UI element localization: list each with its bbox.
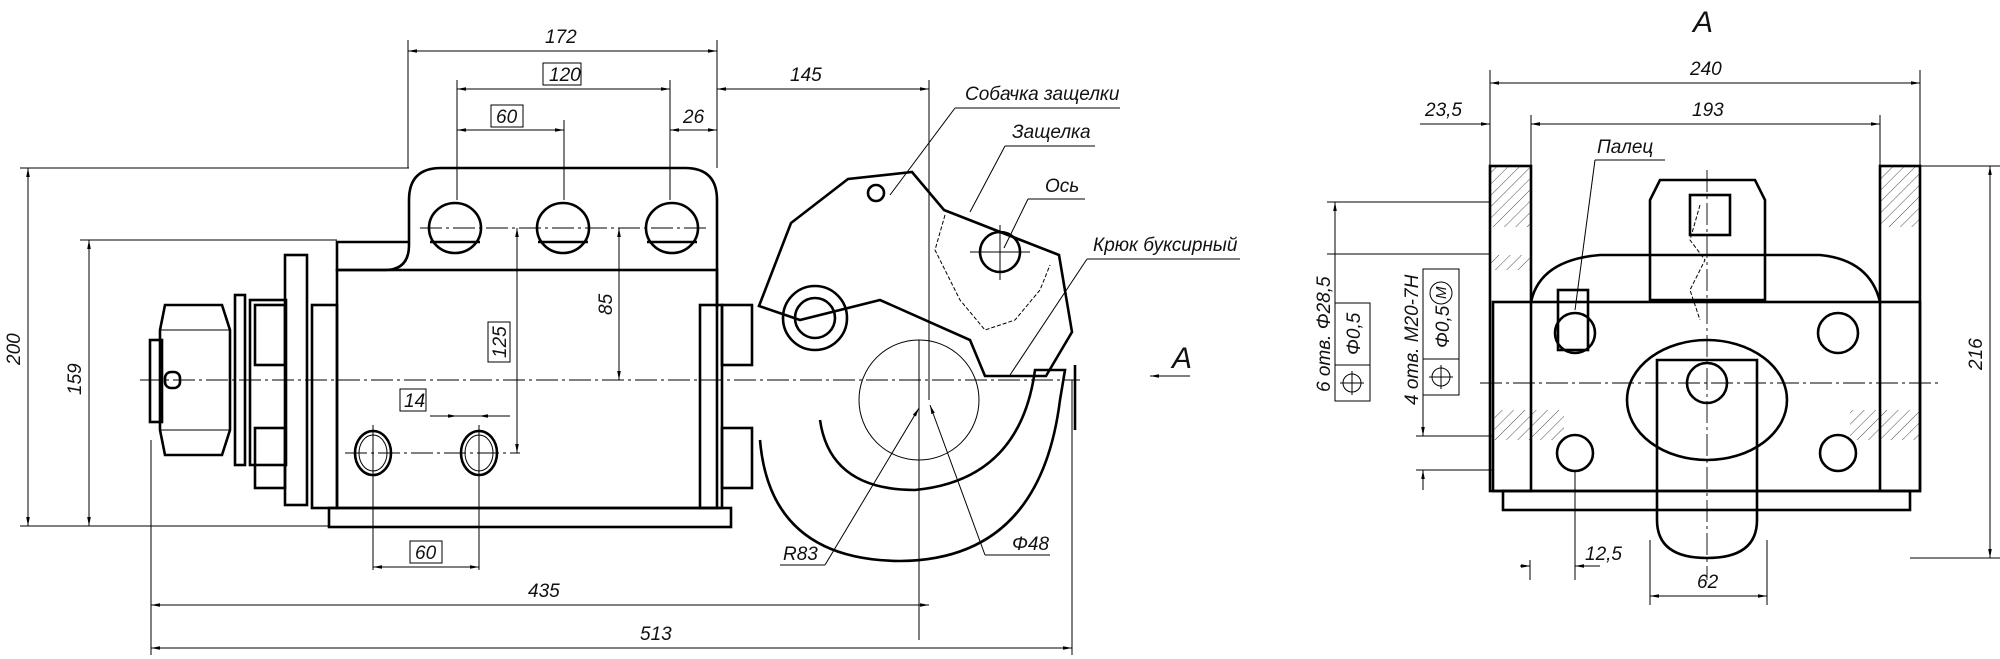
- tolerance-4-value: Φ0,5: [1433, 305, 1454, 348]
- dim-172: 172: [545, 27, 577, 48]
- chain-icon: [934, 214, 1051, 331]
- bolt-nut-icon: [253, 426, 287, 490]
- dim-435: 435: [528, 581, 560, 602]
- view-dimensions: 240 193 23,5 Палец 216 12,5 62 6 отв. Φ2…: [1314, 59, 2000, 605]
- dim-513: 513: [640, 624, 672, 645]
- dim-120: 120: [549, 65, 581, 86]
- bolt-nut-icon: [1553, 311, 1597, 355]
- dim-85: 85: [596, 293, 617, 315]
- dim-125: 125: [490, 326, 511, 358]
- tolerance-4-modifier: M: [1433, 286, 1450, 299]
- dim-26: 26: [682, 107, 705, 128]
- bolt-nut-icon: [253, 303, 287, 367]
- position-tolerance-icon: [1429, 365, 1453, 389]
- view-label: А: [1691, 6, 1713, 39]
- castle-nut: [158, 303, 232, 457]
- dim-240: 240: [1689, 59, 1722, 80]
- leader-pin-label: Палец: [1597, 137, 1653, 158]
- mounting-holes-top: [420, 201, 710, 255]
- bolt-nut-icon: [1816, 311, 1860, 355]
- dim-23-5: 23,5: [1424, 100, 1462, 121]
- diameter-phi48: Φ48: [1012, 534, 1049, 555]
- radius-r83: R83: [783, 544, 818, 565]
- hole-icon: [1555, 433, 1595, 473]
- bolt-nut-icon: [720, 426, 754, 490]
- side-view: А Собачка защелки Защелка Ось Крюк букси…: [4, 27, 1240, 655]
- mounting-plate: [407, 166, 719, 308]
- dim-193: 193: [1692, 100, 1724, 121]
- part-leaders: Собачка защелки Защелка Ось Крюк буксирн…: [889, 84, 1240, 376]
- hole-icon: [1818, 433, 1858, 473]
- towing-hook: [757, 170, 1077, 640]
- dim-14: 14: [404, 391, 425, 412]
- bolt-nut-icon: [720, 303, 754, 367]
- dim-159: 159: [65, 363, 86, 395]
- base-plate: [327, 506, 733, 529]
- dim-145: 145: [790, 65, 822, 86]
- hitch-body: [335, 268, 719, 510]
- chain-icon: [1689, 204, 1706, 321]
- leader-hook-label: Крюк буксирный: [1093, 235, 1238, 256]
- tolerance-6-value: Φ0,5: [1344, 312, 1365, 355]
- dim-62: 62: [1697, 572, 1719, 593]
- dim-60-top: 60: [496, 107, 518, 128]
- dim-200: 200: [4, 333, 25, 366]
- dim-216: 216: [1966, 338, 1987, 371]
- leader-dog-label: Собачка защелки: [965, 84, 1120, 105]
- view-a: А 240: [1314, 6, 2000, 605]
- section-arrow-label: А: [1170, 342, 1192, 375]
- leader-axle-label: Ось: [1045, 176, 1079, 197]
- leader-latch-label: Защелка: [1012, 122, 1091, 143]
- pivot-icon: [781, 284, 849, 352]
- hook-front: [1625, 170, 1789, 580]
- mounting-holes-bottom: [345, 425, 520, 570]
- view-base-plate: [1501, 489, 1912, 512]
- dim-60-bottom: 60: [415, 543, 437, 564]
- position-tolerance-icon: [1340, 371, 1364, 395]
- side-dimensions: 172 120 145 60 26 200 159 85 125: [4, 27, 1073, 655]
- mmc-modifier-icon: [1429, 281, 1453, 305]
- pin-icon: [1556, 288, 1590, 352]
- holes-4-callout: 4 отв. M20-7H: [1402, 274, 1423, 405]
- dim-12-5: 12,5: [1585, 544, 1622, 565]
- holes-6-callout: 6 отв. Φ28,5: [1314, 276, 1335, 392]
- latch-body: [757, 170, 1074, 378]
